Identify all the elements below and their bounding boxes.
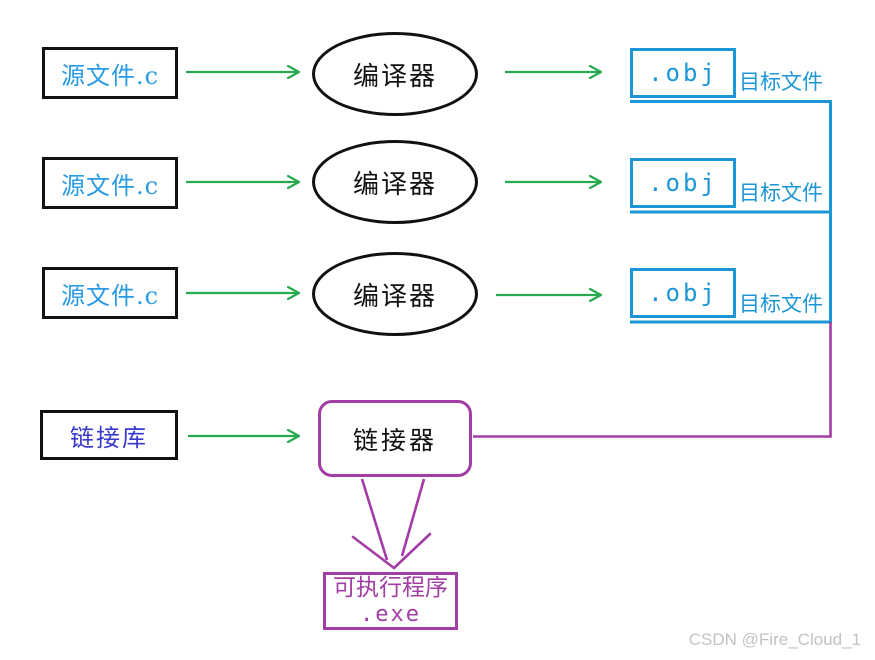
executable-name-label: 可执行程序	[333, 575, 448, 602]
funnel-arrowhead-left	[351, 535, 396, 570]
collector-to-linker-line	[473, 322, 832, 438]
executable-box: 可执行程序 .exe	[323, 572, 458, 630]
source-file-box-2: 源文件.c	[42, 157, 178, 209]
link-library-box: 链接库	[40, 410, 178, 460]
linker-box: 链接器	[318, 400, 472, 477]
compiler-ellipse-1: 编译器	[312, 32, 478, 116]
obj-file-box-2: .obj	[630, 158, 736, 208]
executable-ext-label: .exe	[360, 601, 421, 627]
target-file-label-3: 目标文件	[739, 292, 823, 316]
funnel-arrowhead-right	[392, 532, 432, 570]
source-file-box-3: 源文件.c	[42, 267, 178, 319]
linker-output-line-left	[360, 478, 389, 561]
compiler-ellipse-2: 编译器	[312, 140, 478, 224]
obj-file-box-3: .obj	[630, 268, 736, 318]
target-file-label-2: 目标文件	[739, 181, 823, 205]
watermark: CSDN @Fire_Cloud_1	[688, 630, 861, 649]
source-file-box-1: 源文件.c	[42, 47, 178, 99]
linker-output-line-right	[400, 478, 426, 557]
compiler-ellipse-3: 编译器	[312, 252, 478, 336]
obj-file-box-1: .obj	[630, 48, 736, 98]
target-file-label-1: 目标文件	[739, 70, 823, 94]
